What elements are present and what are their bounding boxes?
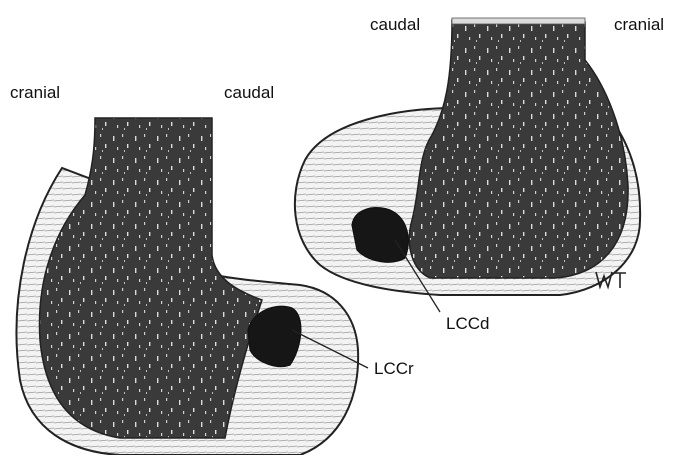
right-bone-body xyxy=(409,20,628,278)
right-specimen xyxy=(295,18,640,312)
lccr-label: LCCr xyxy=(374,360,414,377)
cranial-label-left: cranial xyxy=(10,84,60,101)
caudal-label-left: caudal xyxy=(224,84,274,101)
right-top-rim xyxy=(452,18,585,24)
artist-signature xyxy=(594,270,628,295)
caudal-label-right: caudal xyxy=(370,16,420,33)
cranial-label-right: cranial xyxy=(614,16,664,33)
lccd-label: LCCd xyxy=(446,315,489,332)
